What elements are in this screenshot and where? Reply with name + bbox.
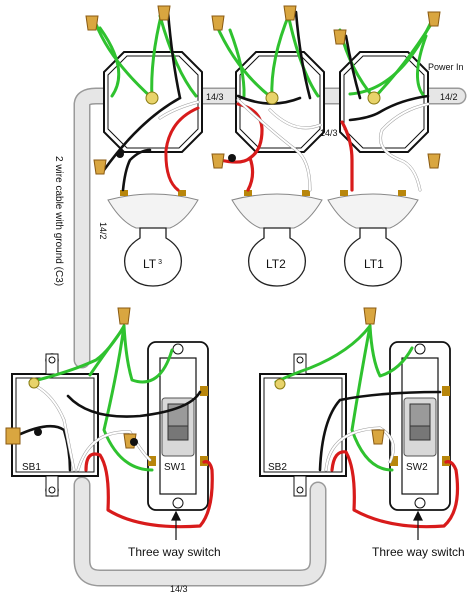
switch-wiring bbox=[14, 324, 460, 529]
light-fixture-lt3 bbox=[107, 190, 199, 287]
switch-box-label-sb1: SB1 bbox=[22, 462, 41, 473]
pointer-arrows bbox=[171, 510, 423, 540]
light-fixture-lt2 bbox=[231, 190, 323, 287]
switch-box-label-sb2: SB2 bbox=[268, 462, 287, 473]
cable-label-left-vertical: 2 wire cable with ground (C3) bbox=[53, 156, 64, 286]
cable-label-top-left: 14/3 bbox=[206, 92, 224, 102]
switch-label-sw1: SW1 bbox=[164, 462, 186, 473]
junction-box-lt1 bbox=[339, 51, 429, 153]
cable-label-top-right: 14/2 bbox=[440, 92, 458, 102]
light-label-lt1: LT1 bbox=[364, 257, 384, 271]
light-label-lt2: LT2 bbox=[266, 257, 286, 271]
three-way-switch-sw1 bbox=[147, 341, 209, 511]
switch-label-sw2: SW2 bbox=[406, 462, 428, 473]
three-way-switch-sw2 bbox=[389, 341, 451, 511]
ceiling-wiring bbox=[94, 10, 438, 192]
switch-box-sb2 bbox=[259, 353, 347, 497]
wire-nuts-switches bbox=[5, 307, 385, 449]
three-way-switch-label-2: Three way switch bbox=[372, 545, 465, 559]
cable-label-between-boxes: 14/3 bbox=[320, 128, 338, 138]
light-fixture-lt1 bbox=[327, 190, 419, 287]
power-in-label: Power In bbox=[428, 62, 464, 72]
cable-label-left-size: 14/2 bbox=[98, 222, 108, 240]
cable-label-bottom: 14/3 bbox=[170, 584, 188, 594]
wire-nuts-ceiling bbox=[85, 5, 441, 175]
three-way-switch-label-1: Three way switch bbox=[128, 545, 221, 559]
